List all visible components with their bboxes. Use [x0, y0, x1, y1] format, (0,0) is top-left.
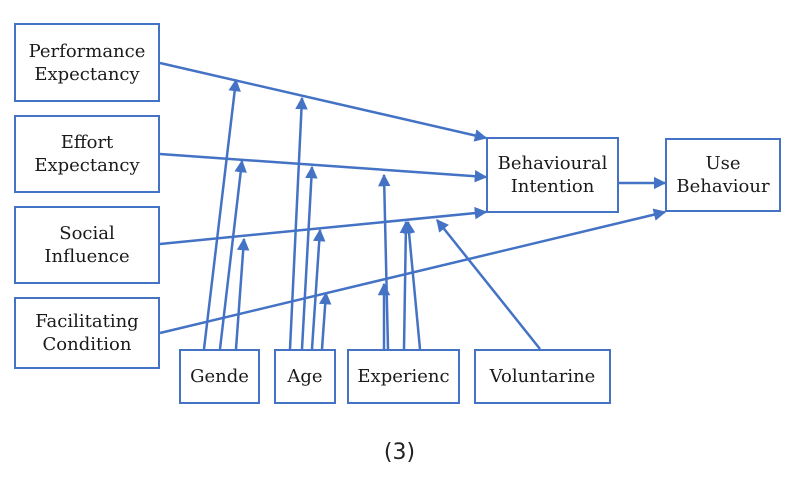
arrow-voluntariness-moderator: [436, 219, 541, 350]
node-effort-expectancy-label: Effort Expectancy: [34, 132, 140, 176]
node-voluntariness: Voluntarine: [474, 349, 611, 404]
arrow-experience-moderator-4: [402, 220, 422, 350]
node-experience: Experienc: [347, 349, 460, 404]
node-social-influence: Social Influence: [14, 206, 160, 284]
arrow-social-to-intention: [159, 206, 488, 246]
arrow-gender-moderator-2: [218, 159, 247, 350]
node-social-influence-label: Social Influence: [44, 223, 130, 267]
figure-caption: (3): [383, 440, 416, 465]
arrow-age-moderator-2: [300, 165, 318, 350]
node-experience-label: Experienc: [357, 366, 450, 387]
node-performance-expectancy: Performance Expectancy: [14, 23, 160, 102]
node-gender: Gende: [179, 349, 260, 404]
arrow-experience-moderator-1: [378, 173, 391, 350]
arrow-performance-to-intention: [159, 61, 488, 142]
node-voluntariness-label: Voluntarine: [489, 366, 596, 387]
node-gender-label: Gende: [190, 366, 249, 387]
node-use-behaviour-label: Use Behaviour: [676, 153, 770, 197]
arrow-age-moderator-3: [310, 228, 326, 350]
node-behavioural-intention-label: Behavioural Intention: [497, 153, 608, 197]
arrow-age-moderator-4: [318, 291, 332, 350]
node-age: Age: [274, 349, 336, 404]
node-age-label: Age: [287, 366, 323, 387]
arrow-gender-moderator-3: [234, 237, 250, 350]
node-facilitating-condition: Facilitating Condition: [14, 297, 160, 369]
node-facilitating-condition-label: Facilitating Condition: [35, 311, 139, 355]
node-behavioural-intention: Behavioural Intention: [486, 137, 619, 213]
arrow-experience-moderator-2: [399, 220, 413, 350]
node-use-behaviour: Use Behaviour: [665, 138, 781, 212]
arrow-effort-to-intention: [159, 152, 488, 183]
node-effort-expectancy: Effort Expectancy: [14, 115, 160, 193]
arrow-age-moderator-1: [288, 96, 308, 350]
node-performance-expectancy-label: Performance Expectancy: [28, 40, 146, 85]
arrow-gender-moderator-1: [202, 78, 241, 350]
